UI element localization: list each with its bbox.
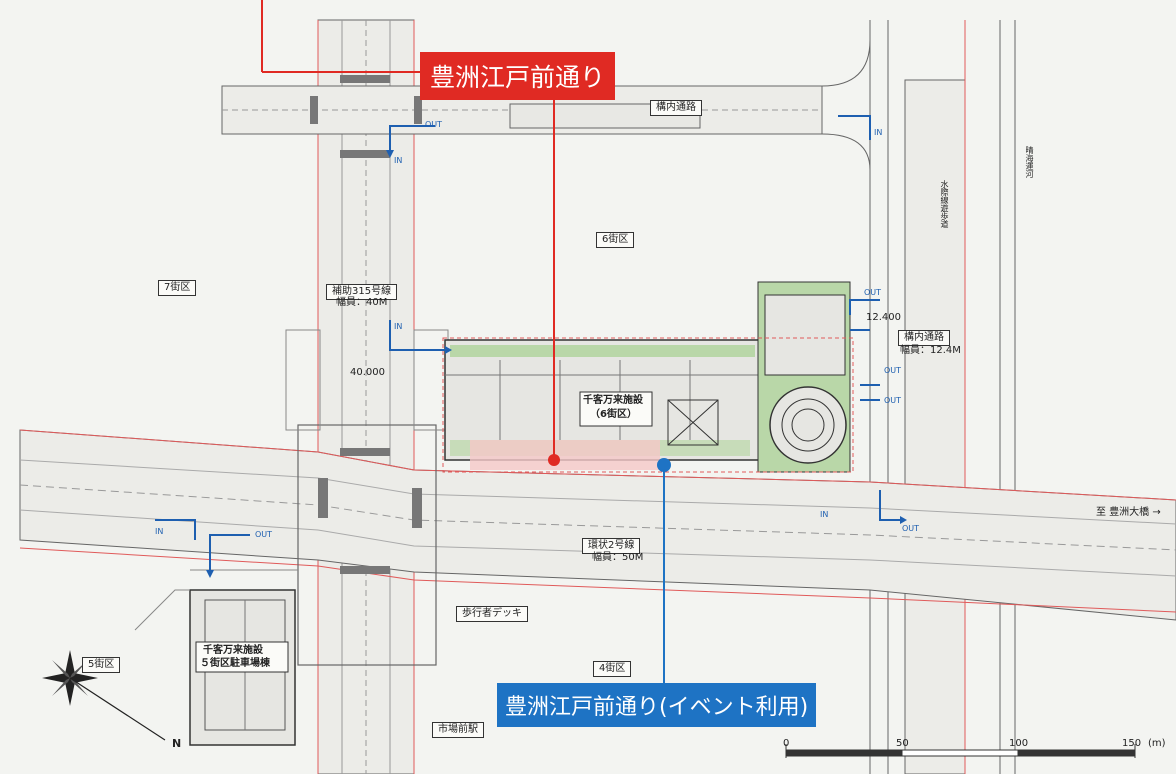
blue-marker xyxy=(657,458,671,472)
loop2-name: 環状2号線 xyxy=(582,538,641,554)
scale-150: 150 xyxy=(1122,738,1142,749)
flow-in-2: IN xyxy=(394,322,403,331)
canal-walk-label: 水際線遊歩道 xyxy=(940,180,949,228)
flow-out-5: OUT xyxy=(902,524,920,533)
flow-out-1b: OUT xyxy=(255,530,273,539)
facility-6 xyxy=(442,281,854,473)
scale-100: 100 xyxy=(1009,738,1029,749)
road-right xyxy=(869,20,1016,774)
inner-road-right-label: 構内通路 xyxy=(898,330,950,346)
red-callout-label: 豊洲江戸前通り xyxy=(420,52,616,100)
district-5-label: 5街区 xyxy=(82,657,121,673)
flow-in-5: IN xyxy=(155,527,164,536)
parking-5 xyxy=(134,569,298,746)
red-marker xyxy=(548,454,560,466)
canal-label: 晴海運河 xyxy=(1025,146,1034,178)
inner-road-dimension: 12.400 xyxy=(866,312,901,323)
loop2-width: 幅員：50M xyxy=(592,552,644,563)
road-315-dimension: 40.000 xyxy=(350,367,385,378)
station-label: 市場前駅 xyxy=(432,722,484,738)
flow-in-4: IN xyxy=(820,510,829,519)
flow-in-3: IN xyxy=(874,128,883,137)
flow-in-1: IN xyxy=(394,156,403,165)
parking-name: 千客万来施設 xyxy=(203,645,263,656)
pedestrian-deck xyxy=(297,424,437,666)
inner-road-right-width: 幅員：12.4M xyxy=(900,345,961,356)
compass-icon xyxy=(42,650,166,741)
scale-0: 0 xyxy=(783,738,790,749)
district-6-label: 6街区 xyxy=(596,232,635,248)
facility-6-district: （6街区） xyxy=(590,409,637,420)
pedestrian-deck-label: 歩行者デッキ xyxy=(456,606,528,622)
district-4-label: 4街区 xyxy=(593,661,632,677)
crosswalks xyxy=(310,75,422,574)
road-loop2 xyxy=(19,429,1176,621)
flow-out-3: OUT xyxy=(884,366,902,375)
scale-50: 50 xyxy=(896,738,909,749)
flow-out-4: OUT xyxy=(884,396,902,405)
parking-subname: ５街区駐車場棟 xyxy=(200,658,270,669)
scale-bar xyxy=(785,744,1136,758)
flow-out-1: OUT xyxy=(425,120,443,129)
flow-arrows xyxy=(155,115,900,570)
flow-out-2: OUT xyxy=(864,288,882,297)
to-toyosu-bridge: 至 豊洲大橋 → xyxy=(1096,507,1161,518)
compass-north-label: N xyxy=(172,737,182,750)
road-315-width: 幅員：40M xyxy=(336,297,388,308)
blue-callout-label: 豊洲江戸前通り(イベント利用) xyxy=(497,683,817,727)
facility-6-name: 千客万来施設 xyxy=(583,395,643,406)
scale-unit: (m) xyxy=(1148,738,1166,749)
road-315-name: 補助315号線 xyxy=(326,284,398,300)
district-7-label: 7街区 xyxy=(158,280,197,296)
inner-road-top-label: 構内通路 xyxy=(650,100,702,116)
road-315 xyxy=(317,19,415,774)
